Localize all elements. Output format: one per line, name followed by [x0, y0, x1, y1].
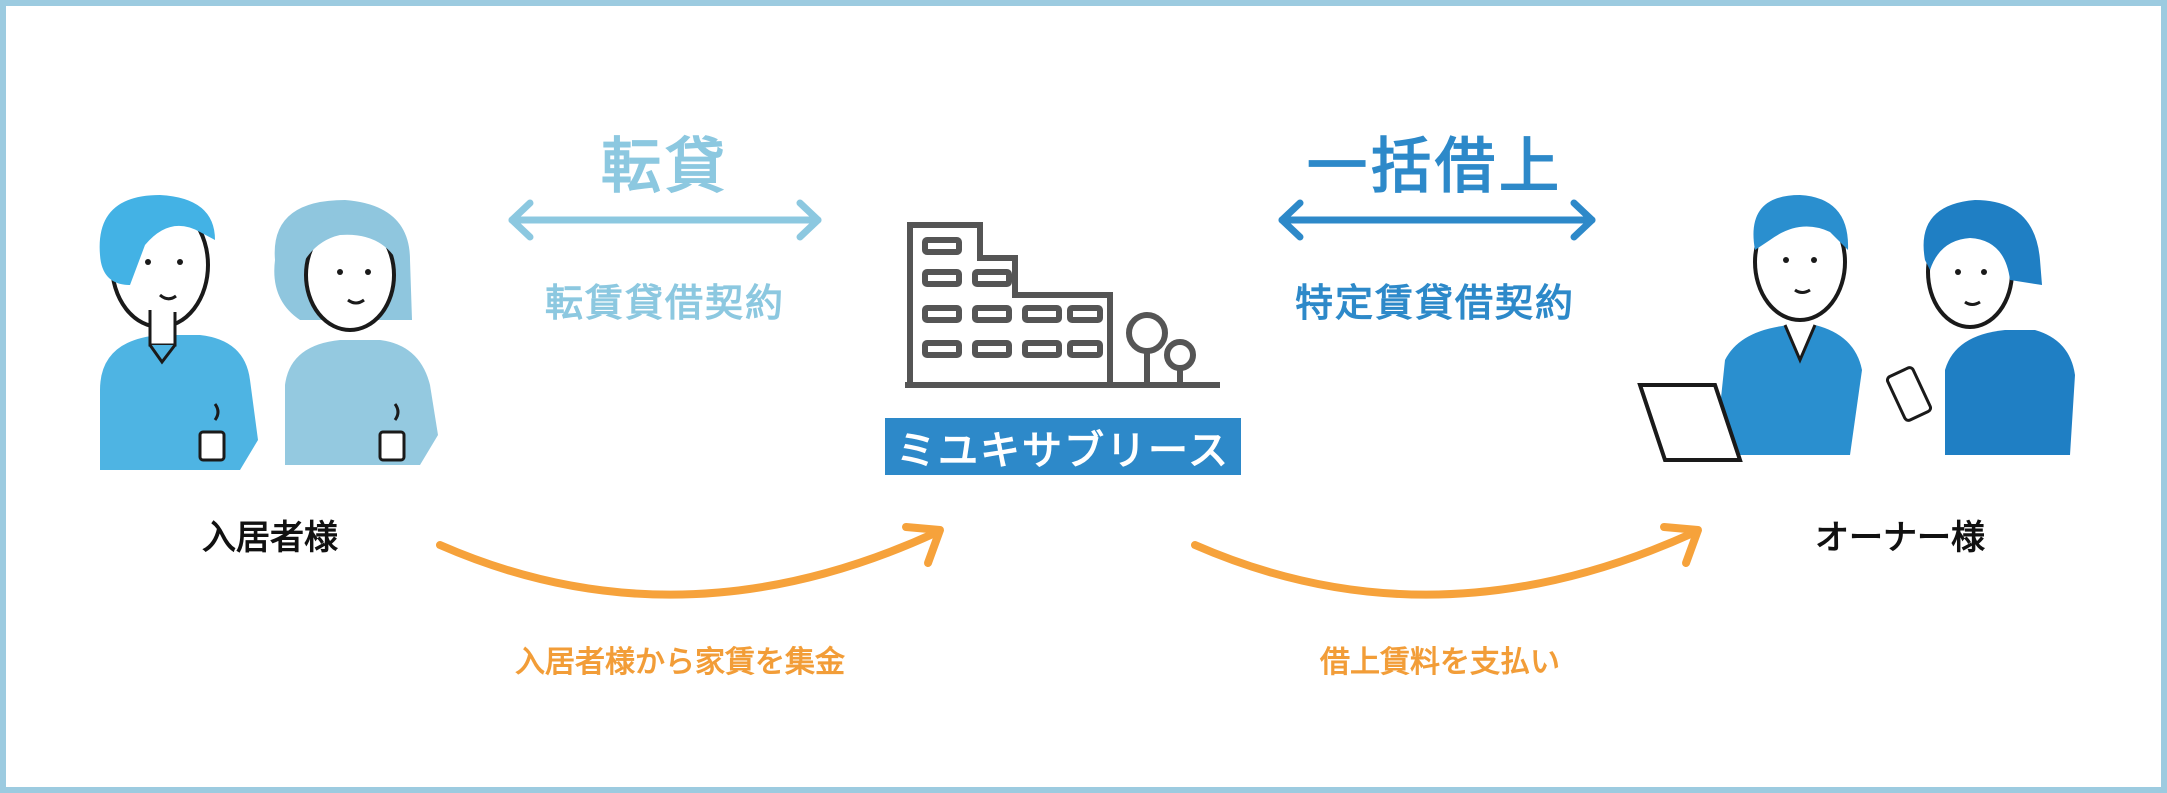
building-icon	[905, 222, 1220, 388]
left-relation-contract: 転賃貸借契約	[544, 281, 785, 325]
left-flow-label: 入居者様から家賃を集金	[515, 645, 845, 680]
left-double-arrow	[508, 199, 822, 241]
right-relation-contract: 特定賃貸借契約	[1294, 281, 1575, 325]
company-name: ミユキサブリース	[896, 427, 1230, 474]
owners-label: オーナー様	[1815, 518, 1985, 558]
tenants-label: 入居者様	[202, 518, 338, 558]
right-flow-arrow	[1191, 523, 1702, 599]
right-relation-title: 一括借上	[1307, 132, 1563, 202]
left-flow-arrow	[436, 523, 944, 599]
company-name-box: ミユキサブリース	[885, 418, 1241, 475]
left-relation-title: 転貸	[601, 132, 729, 202]
tenants-illustration	[99, 195, 438, 470]
right-flow-label: 借上賃料を支払い	[1320, 645, 1560, 680]
owners-illustration	[1637, 195, 2075, 462]
right-double-arrow	[1278, 199, 1596, 241]
